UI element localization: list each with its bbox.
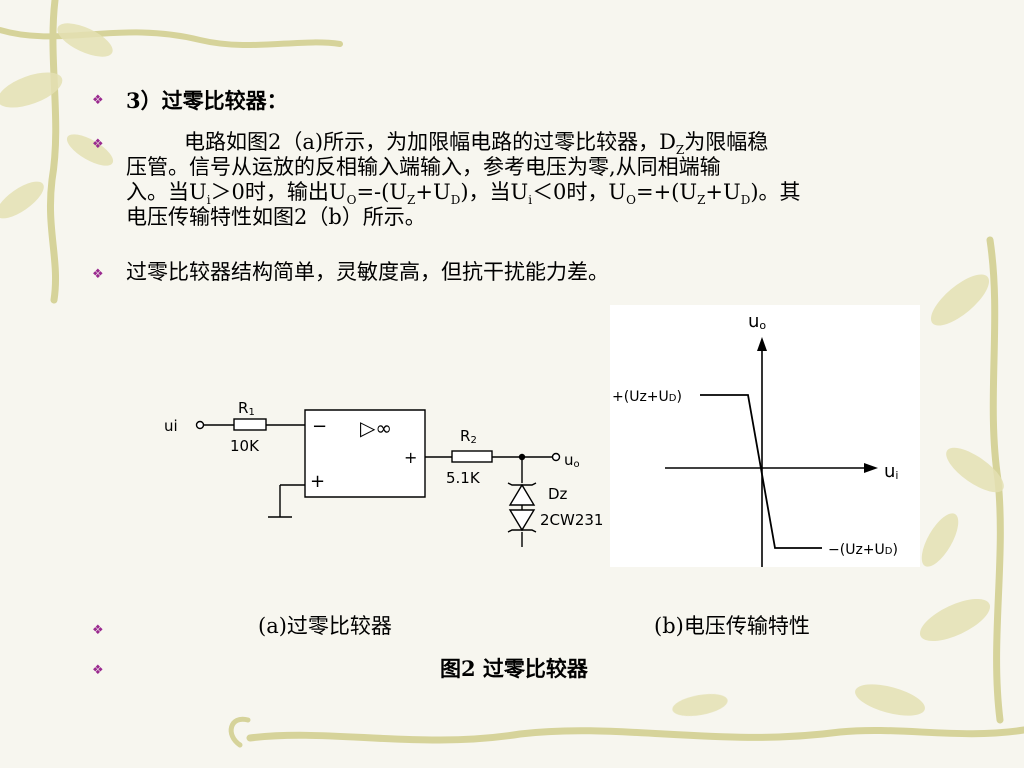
zener-part-number: 2CW231 (540, 511, 603, 529)
leaf-icon (57, 23, 113, 57)
r2-value: 5.1K (446, 469, 481, 487)
caption-a: (a)过零比较器 (258, 614, 392, 638)
r1-value: 10K (230, 437, 260, 455)
comparator-circuit (195, 409, 561, 547)
figure-title: 图2 过零比较器 (440, 656, 588, 681)
transfer-curve (700, 394, 822, 549)
vine-bottom-curl (228, 716, 251, 748)
vine-top-stem (0, 27, 343, 49)
caption-b: (b)电压传输特性 (654, 614, 810, 638)
zener-lower (508, 509, 536, 532)
opamp-symbol: ▷∞ (360, 416, 392, 440)
leaf-icon (0, 72, 63, 108)
paragraph-1-line-4: 电压传输特性如图2（b）所示。 (126, 205, 426, 229)
r1-label: R1 (238, 399, 255, 418)
opamp-minus: − (312, 416, 327, 437)
paragraph-1-line-3: 入。当Ui＞0时，输出UO=-(UZ+UD)，当Ui＜0时，UO=+(UZ+UD… (126, 180, 801, 208)
opamp-body (304, 409, 426, 498)
vine-bottom-stem (246, 726, 1024, 744)
opamp-plus-input: + (310, 471, 325, 492)
input-terminal (195, 420, 205, 430)
y-axis-label: uo (748, 311, 766, 332)
paragraph-1-line-1: 电路如图2（a)所示，为加限幅电路的过零比较器，DZ为限幅稳 (184, 130, 769, 158)
figure-2-diagrams: ui R1 10K − + ▷∞ + R2 5.1K uo Dz 2CW231 … (150, 305, 930, 575)
leaf-icon (855, 684, 925, 716)
leaf-icon (0, 181, 44, 219)
four-diamond-bullet-icon: ❖ (92, 93, 104, 108)
paragraph-1: 电路如图2（a)所示，为加限幅电路的过零比较器，DZ为限幅稳 压管。信号从运放的… (126, 130, 966, 230)
transfer-panel-background (610, 305, 920, 567)
leaf-icon (946, 447, 1004, 493)
paragraph-2: 过零比较器结构简单，灵敏度高，但抗干扰能力差。 (126, 260, 609, 284)
four-diamond-bullet-icon: ❖ (92, 137, 104, 152)
transfer-characteristic (665, 345, 870, 567)
leaf-icon (672, 694, 728, 716)
zener-upper (508, 483, 536, 506)
four-diamond-bullet-icon: ❖ (92, 267, 104, 282)
four-diamond-bullet-icon: ❖ (92, 663, 104, 678)
figure-2-svg: ui R1 10K − + ▷∞ + R2 5.1K uo Dz 2CW231 … (164, 305, 920, 567)
zener-label: Dz (548, 485, 568, 503)
positive-saturation-label: +(Uz+UD) (612, 389, 682, 405)
resistor-r1 (233, 418, 267, 431)
r2-label: R2 (460, 427, 477, 446)
x-axis-arrow-icon (864, 463, 878, 473)
leaf-icon (919, 598, 991, 642)
negative-saturation-label: −(Uz+UD) (828, 542, 898, 558)
output-junction-dot (518, 453, 526, 461)
leaf-icon (921, 513, 959, 567)
output-terminal (551, 452, 561, 462)
leaf-icon (66, 134, 114, 166)
input-label: ui (164, 417, 178, 435)
resistor-r2 (451, 450, 493, 463)
vine-left-stem (46, 0, 60, 304)
x-axis-label: ui (884, 461, 898, 482)
paragraph-1-line-2: 压管。信号从运放的反相输入端输入，参考电压为零,从同相端输 (126, 155, 721, 179)
four-diamond-bullet-icon: ❖ (92, 623, 104, 638)
leaf-icon (930, 274, 990, 326)
section-title: 3）过零比较器： (126, 88, 288, 113)
output-label: uo (564, 451, 580, 470)
opamp-plus-output: + (404, 448, 417, 467)
y-axis-arrow-icon (757, 337, 767, 351)
